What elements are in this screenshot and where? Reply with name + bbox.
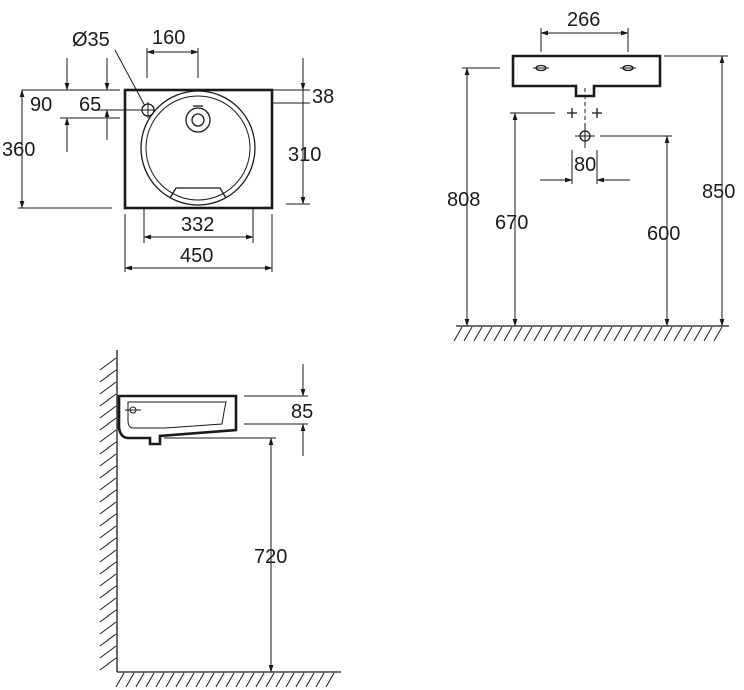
bowl-inner-circle <box>145 95 251 201</box>
side-view: 85 720 <box>99 350 341 688</box>
front-view: 266 80 <box>447 9 735 342</box>
hole-diameter-label: Ø35 <box>72 29 110 51</box>
basin-outline-front <box>511 54 662 98</box>
dim-332-label: 332 <box>181 214 214 236</box>
wall-hatching <box>99 357 117 671</box>
bowl-drain-shelf <box>169 187 227 199</box>
dim-360-label: 360 <box>2 139 35 161</box>
basin-outline-side <box>117 394 238 446</box>
bowl-outer-circle <box>140 90 256 206</box>
floor-hatching-front <box>453 326 723 342</box>
drain-hole-outer <box>185 107 211 133</box>
wall-fixing-right-icon <box>592 108 602 118</box>
basin-outline-top <box>123 88 274 210</box>
wall-fixing-left-icon <box>567 108 577 118</box>
dim-720-label: 720 <box>254 546 287 568</box>
dim-38-label: 38 <box>312 86 334 108</box>
hole-diameter-leader <box>114 49 146 107</box>
dim-90-label: 90 <box>30 94 52 116</box>
top-view: Ø35 160 90 65 360 38 310 332 <box>2 27 334 272</box>
dim-670-label: 670 <box>495 212 528 234</box>
dim-80-label: 80 <box>574 154 596 176</box>
dim-160-label: 160 <box>152 27 185 49</box>
dim-850-label: 850 <box>702 181 735 203</box>
dim-450-label: 450 <box>180 245 213 267</box>
dim-310-label: 310 <box>288 144 321 166</box>
drain-hole-inner <box>191 113 205 127</box>
dim-65-label: 65 <box>79 94 101 116</box>
dim-266-label: 266 <box>567 9 600 31</box>
dim-600-label: 600 <box>647 223 680 245</box>
dim-808-label: 808 <box>447 189 480 211</box>
floor-hatching-side <box>115 672 335 688</box>
basin-inner-profile <box>127 401 227 429</box>
dim-85-label: 85 <box>291 401 313 423</box>
